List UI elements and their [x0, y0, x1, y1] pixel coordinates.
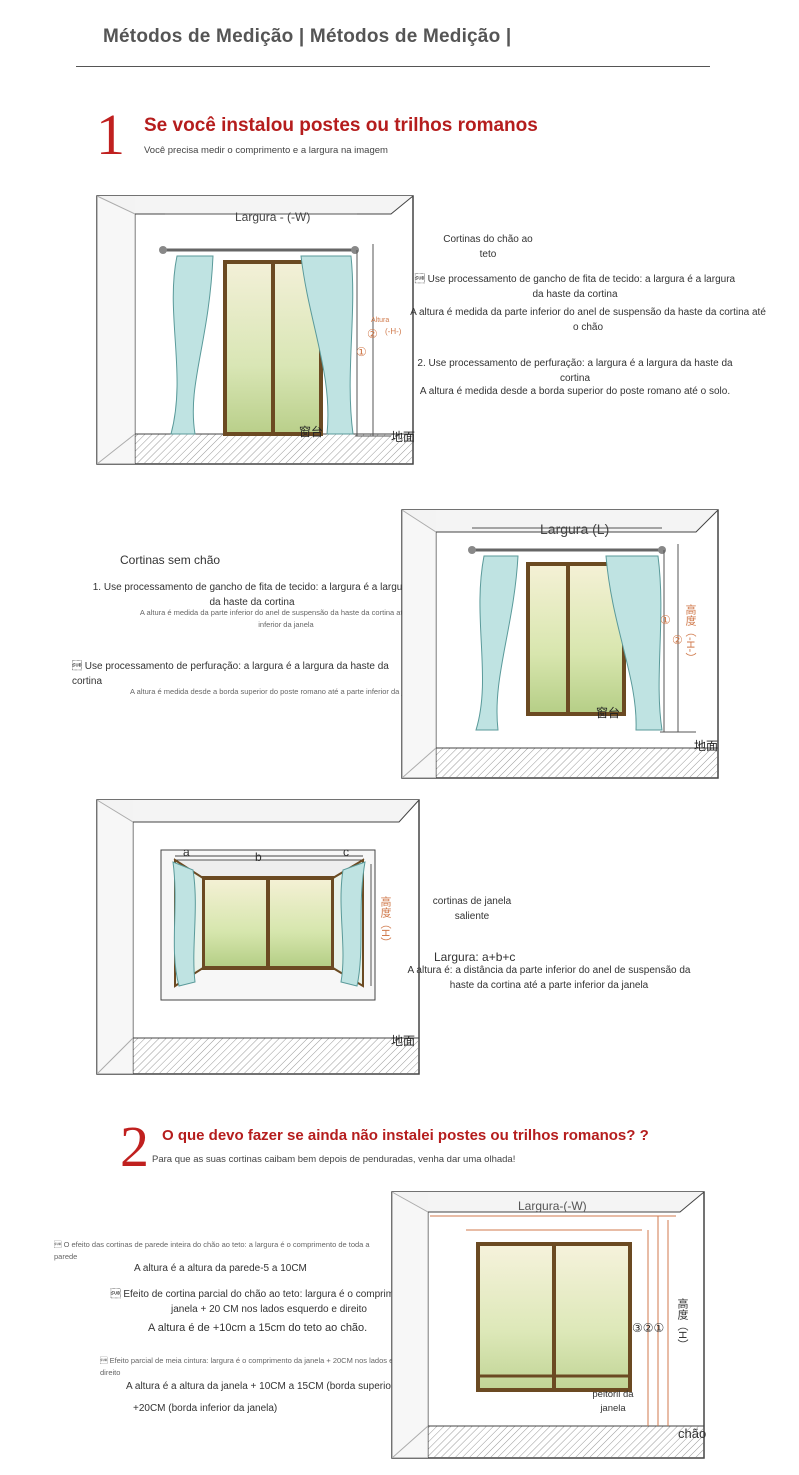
- marker-2: ②: [367, 327, 378, 341]
- effect-1:  O efeito das cortinas de parede inteir…: [54, 1240, 370, 1261]
- floor-label-3: 地面: [391, 1034, 415, 1048]
- effect-2-height: A altura é de +10cm a 15cm do teto ao ch…: [148, 1322, 368, 1334]
- height-tag-label: (-H-): [385, 327, 402, 336]
- diagram-no-floor: Largura (L) ① ② 高度（-H-） 窗台 地面: [401, 509, 719, 779]
- floor-label: 地面: [391, 430, 415, 444]
- label-a: a: [183, 845, 190, 859]
- diagram-1-heading: Cortinas do chão ao teto: [443, 234, 533, 260]
- width-label-4: Largura-(-W): [518, 1199, 587, 1213]
- effect-3:  Efeito parcial de meia cintura: largur…: [100, 1356, 427, 1377]
- floor-label-4: chão: [678, 1426, 706, 1441]
- diagram-1-method-1-height: A altura é medida da parte inferior do a…: [410, 307, 766, 333]
- section-1-subtitle: Você precisa medir o comprimento e a lar…: [144, 145, 388, 156]
- diagram-3-width-formula: Largura: a+b+c: [434, 950, 516, 964]
- diagram-3-heading: cortinas de janela saliente: [432, 896, 512, 922]
- effect-3-height-b: +20CM (borda inferior da janela): [133, 1403, 278, 1414]
- sill-label: 窗台: [299, 424, 323, 439]
- height-vertical-2: 高度（-H-）: [684, 603, 697, 664]
- section-2-title: O que devo fazer se ainda não instalei p…: [162, 1127, 649, 1144]
- section-2-subtitle: Para que as suas cortinas caibam bem dep…: [152, 1154, 516, 1165]
- label-c: c: [343, 845, 349, 859]
- height-vertical-3: 高度（H）: [379, 895, 392, 948]
- height-small-label: Altura: [371, 317, 389, 324]
- effect-2:  Efeito de cortina parcial do chão ao t…: [110, 1289, 428, 1315]
- effect-3-height-a: A altura é a altura da janela + 10CM a 1…: [126, 1381, 441, 1392]
- label-b: b: [255, 850, 262, 864]
- diagram-1-method-1:  Use processamento de gancho de fita de…: [414, 274, 736, 300]
- width-label: Largura - (-W): [235, 210, 310, 224]
- marker-2-2: ②: [672, 633, 683, 647]
- diagram-2-method-1: 1. Use processamento de gancho de fita d…: [92, 582, 412, 608]
- header-divider: [76, 66, 710, 67]
- diagram-no-rod: Largura-(-W) ③②① 高度（H） chão: [391, 1191, 706, 1459]
- diagram-1-method-2: 2. Use processamento de perfuração: a la…: [417, 358, 733, 384]
- diagram-2-method-1-height: A altura é medida da parte inferior do a…: [139, 608, 433, 629]
- diagram-2-heading: Cortinas sem chão: [120, 553, 221, 567]
- diagram-floor-to-ceiling: Largura - (-W) Altura (-H-) ② ① 窗台 地面: [96, 195, 415, 465]
- diagram-bay-window: a b c 高度（H） 地面: [96, 799, 420, 1075]
- floor-label-2: 地面: [694, 739, 718, 753]
- section-1-number: 1: [96, 102, 125, 167]
- diagram-2-method-2-height: A altura é medida desde a borda superior…: [130, 687, 422, 696]
- page-title: Métodos de Medição | Métodos de Medição …: [103, 26, 512, 47]
- diagram-3-height-text: A altura é: a distância da parte inferio…: [407, 965, 691, 991]
- sill-label-4: peitoril da janela: [592, 1389, 634, 1414]
- sill-label-2: 窗台: [596, 705, 620, 720]
- marker-1: ①: [356, 345, 367, 359]
- section-1-title: Se você instalou postes ou trilhos roman…: [144, 115, 538, 136]
- marker-1-2: ①: [660, 613, 671, 627]
- diagram-1-method-2-height: A altura é medida desde a borda superior…: [419, 386, 731, 397]
- height-markers: ③②①: [632, 1321, 664, 1335]
- section-2-number: 2: [120, 1114, 149, 1179]
- effect-1-height: A altura é a altura da parede-5 a 10CM: [134, 1263, 307, 1274]
- height-vertical-4: 高度（H）: [676, 1297, 689, 1350]
- width-label-2: Largura (L): [540, 521, 609, 537]
- diagram-2-method-2:  Use processamento de perfuração: a lar…: [72, 661, 389, 687]
